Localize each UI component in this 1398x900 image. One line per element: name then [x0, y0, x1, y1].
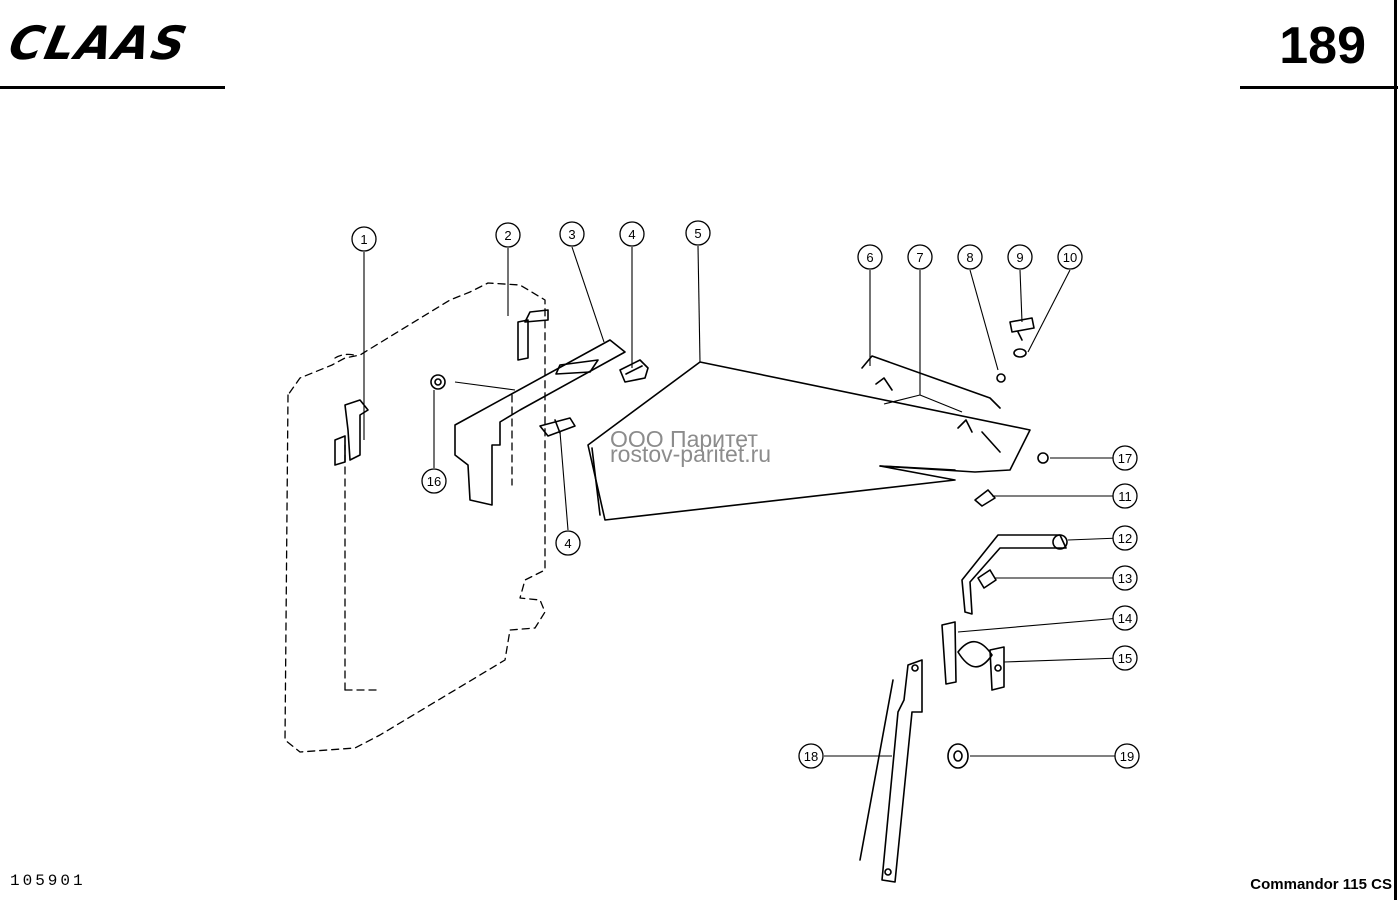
page-number: 189 — [1279, 17, 1366, 75]
svg-text:7: 7 — [916, 250, 923, 265]
part-3-panel — [454, 339, 626, 506]
callout-19: 19 — [1114, 743, 1140, 769]
callout-13: 13 — [1112, 565, 1138, 591]
part-14-plate — [941, 621, 993, 685]
svg-text:10: 10 — [1063, 250, 1077, 265]
callout-14: 14 — [1112, 605, 1138, 631]
callout-4a: 4 — [619, 221, 645, 247]
part-19-washer — [947, 743, 969, 769]
svg-text:17: 17 — [1118, 451, 1132, 466]
svg-text:4: 4 — [564, 536, 571, 551]
part-15-plate — [989, 646, 1005, 691]
svg-text:16: 16 — [427, 474, 441, 489]
svg-text:13: 13 — [1118, 571, 1132, 586]
part-13-bolt — [977, 569, 997, 589]
callout-12: 12 — [1112, 525, 1138, 551]
svg-text:6: 6 — [866, 250, 873, 265]
callout-5: 5 — [685, 220, 711, 246]
callout-15: 15 — [1112, 645, 1138, 671]
callout-8: 8 — [957, 244, 983, 270]
part-16-nut — [430, 374, 446, 390]
part-4-hinge-lower — [539, 417, 576, 437]
radiator-phantom-outline — [284, 282, 546, 753]
svg-text:5: 5 — [694, 226, 701, 241]
part-12-arm-bracket — [961, 534, 1068, 615]
callout-2: 2 — [495, 222, 521, 248]
svg-text:11: 11 — [1118, 489, 1132, 504]
svg-text:8: 8 — [966, 250, 973, 265]
header-rule-right — [1240, 86, 1398, 89]
callout-6: 6 — [857, 244, 883, 270]
part-18-strut — [859, 659, 923, 883]
svg-text:18: 18 — [804, 749, 818, 764]
part-2-bracket — [517, 309, 549, 361]
part-17-screw — [1037, 452, 1049, 464]
callout-17: 17 — [1112, 445, 1138, 471]
callout-3: 3 — [559, 221, 585, 247]
callout-1: 1 — [351, 226, 377, 252]
svg-text:19: 19 — [1120, 749, 1134, 764]
callout-10: 10 — [1057, 244, 1083, 270]
watermark-url: rostov-paritet.ru — [610, 441, 772, 467]
callout-11: 11 — [1112, 483, 1138, 509]
watermark-company: ООО Паритет — [610, 426, 758, 452]
callout-7: 7 — [907, 244, 933, 270]
part-4-hinge-upper — [619, 359, 649, 383]
part-8-washer — [996, 373, 1006, 383]
header-rule-left — [0, 86, 225, 89]
part-6-rod — [861, 355, 1001, 409]
svg-text:3: 3 — [568, 227, 575, 242]
part-7-clip — [875, 377, 973, 433]
svg-text:14: 14 — [1118, 611, 1132, 626]
svg-text:1: 1 — [360, 232, 367, 247]
callout-18: 18 — [798, 743, 824, 769]
part-10-washer — [1013, 348, 1027, 358]
callout-9: 9 — [1007, 244, 1033, 270]
part-9-wing-nut — [1009, 317, 1035, 341]
svg-text:12: 12 — [1118, 531, 1132, 546]
document-id: 105901 — [10, 872, 86, 890]
svg-text:2: 2 — [504, 228, 511, 243]
machine-model: Commandor 115 CS — [1250, 876, 1392, 893]
svg-text:15: 15 — [1118, 651, 1132, 666]
leader-lines — [363, 245, 1121, 757]
page-border-right — [1394, 0, 1397, 900]
callout-16: 16 — [421, 468, 447, 494]
part-1-bracket — [334, 399, 369, 466]
svg-text:9: 9 — [1016, 250, 1023, 265]
callout-4b: 4 — [555, 530, 581, 556]
svg-text:4: 4 — [628, 227, 635, 242]
part-5-cover-plate — [587, 361, 1031, 521]
part-11-clip — [974, 489, 996, 507]
